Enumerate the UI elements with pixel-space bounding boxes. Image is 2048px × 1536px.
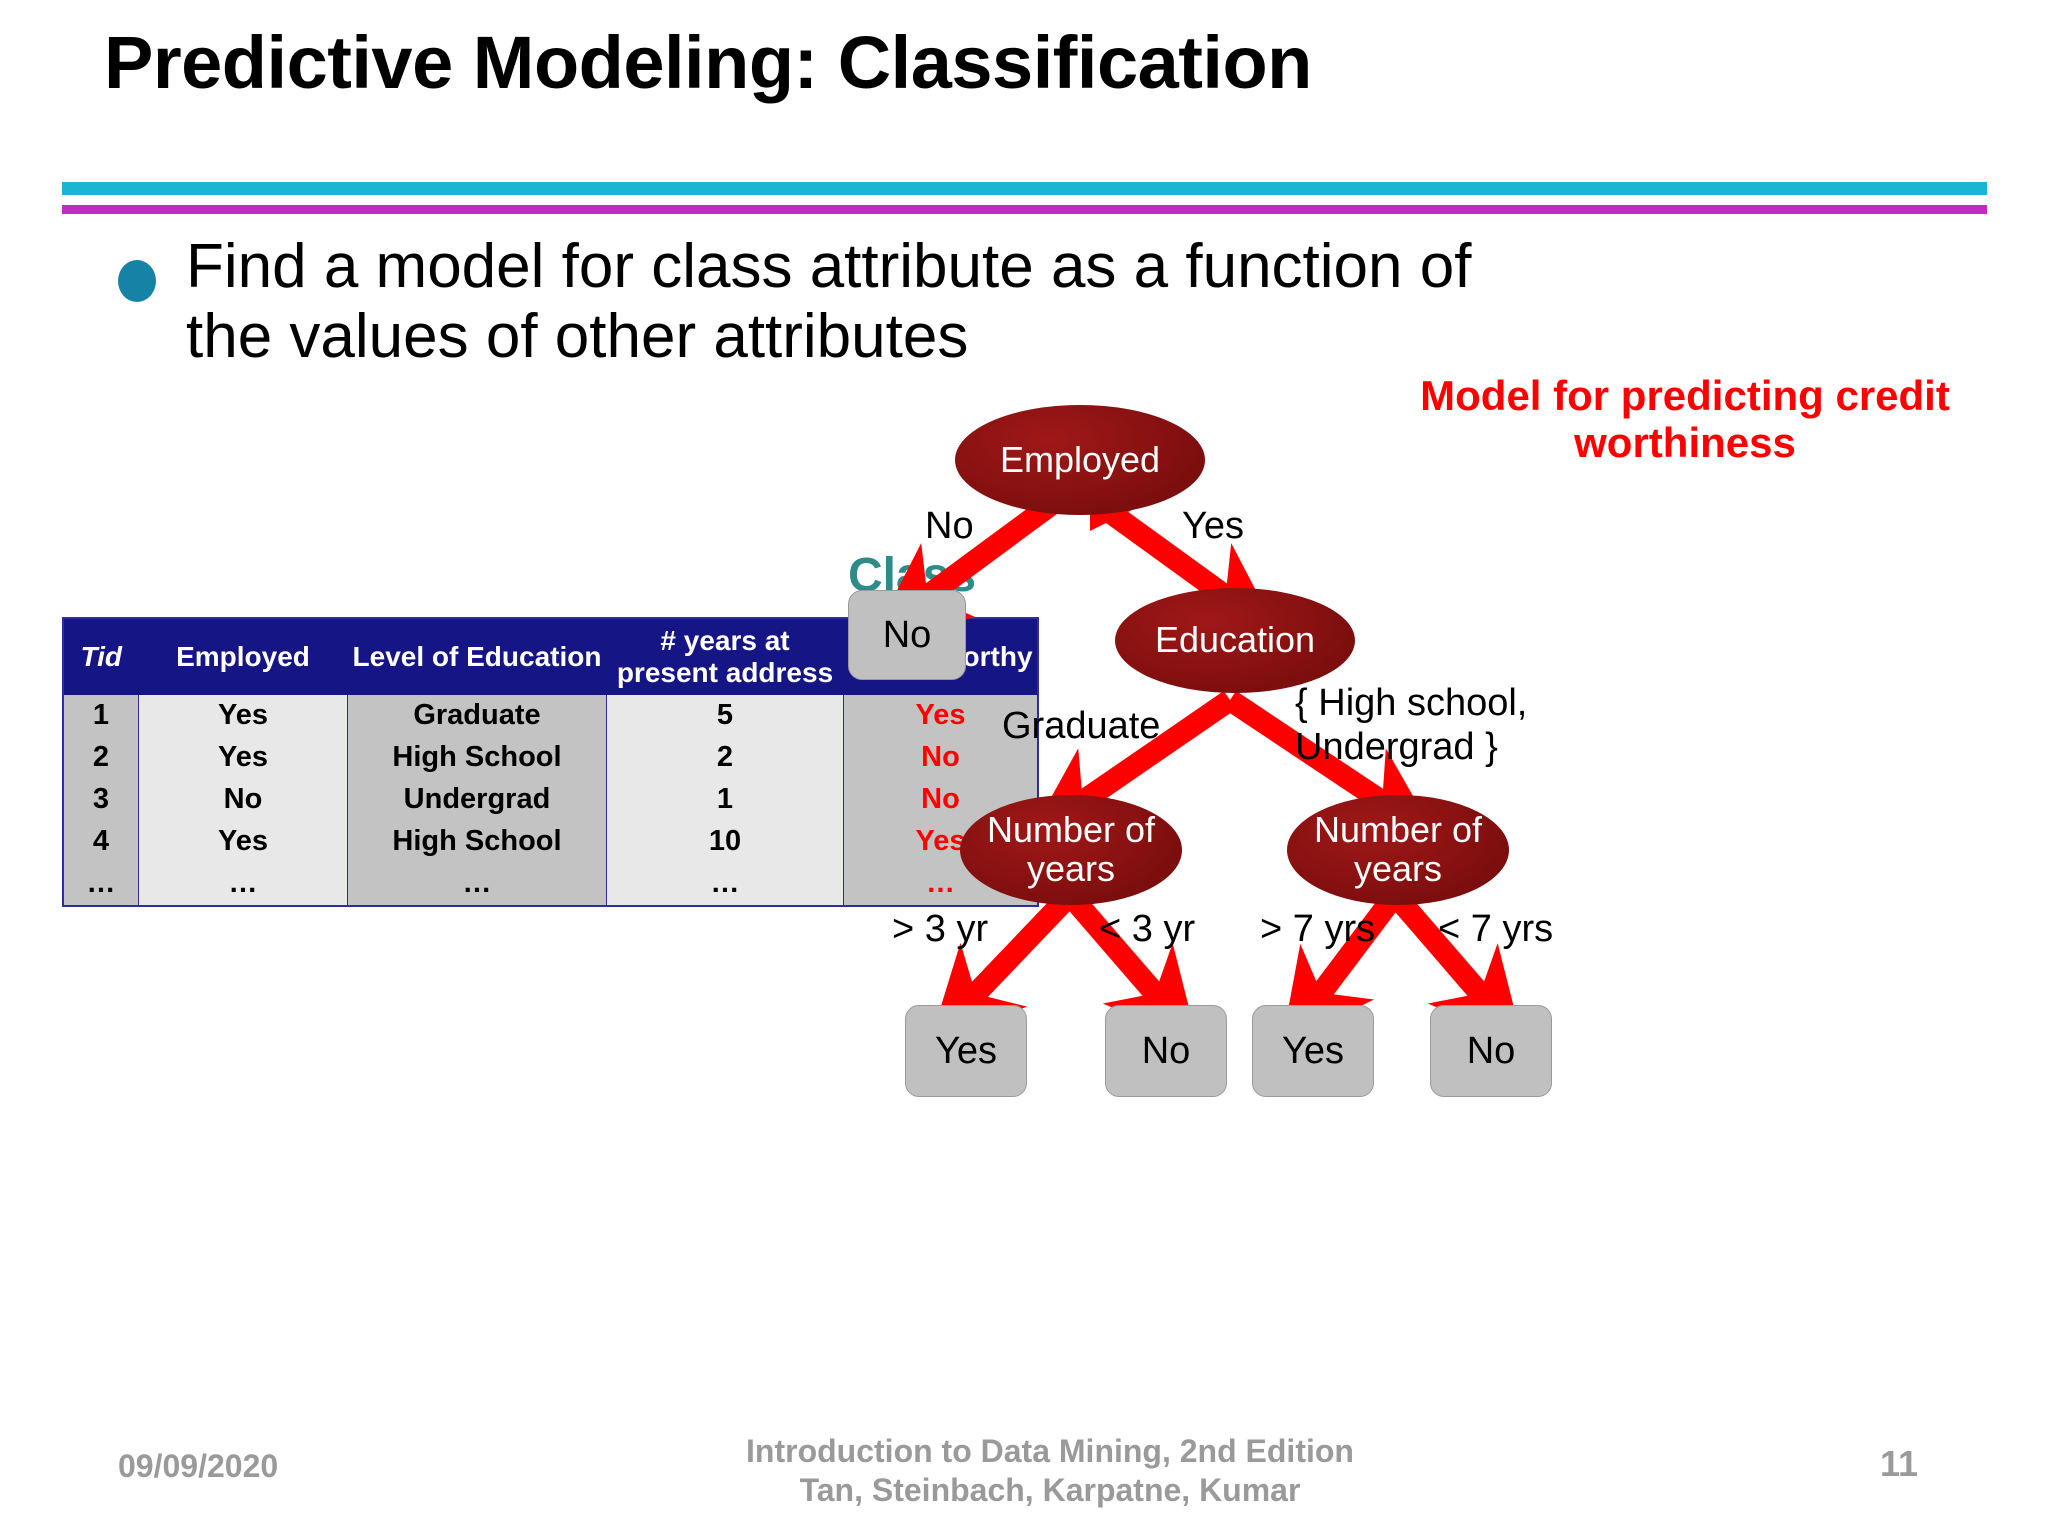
cell-employed: No — [138, 779, 348, 822]
footer-date: 09/09/2020 — [118, 1448, 279, 1484]
tree-node-years-left: Number of years — [960, 795, 1182, 905]
cell-education: High School — [347, 821, 607, 863]
cell-employed: Yes — [138, 821, 348, 863]
cell-credit-worthy: No — [843, 737, 1039, 780]
tree-node-employed: Employed — [955, 405, 1205, 515]
column-header-tid: Tid — [63, 618, 139, 696]
tree-leaf-no-2: No — [1430, 1005, 1552, 1097]
edge-years-right-gt — [1281, 888, 1404, 1046]
cell-years: … — [606, 862, 844, 906]
bullet-text: Find a model for class attribute as a fu… — [186, 232, 1472, 372]
edge-years-left-gt — [930, 887, 1078, 1042]
tree-leaf-yes-1: Yes — [905, 1005, 1027, 1097]
divider-magenta — [62, 205, 1987, 214]
bullet-dot-icon — [118, 260, 156, 302]
cell-education: … — [347, 862, 607, 906]
edge-years-left-lt — [1061, 887, 1199, 1044]
footer-attribution-line1: Introduction to Data Mining, 2nd Edition — [746, 1433, 1354, 1469]
footer-attribution-line2: Tan, Steinbach, Karpatne, Kumar — [799, 1472, 1301, 1509]
edge-label-employed-no: No — [925, 505, 974, 547]
cell-tid: 3 — [62, 779, 139, 822]
page-title: Predictive Modeling: Classification — [104, 21, 1312, 104]
cell-years: 1 — [606, 779, 844, 822]
cell-employed: Yes — [138, 737, 348, 780]
tree-node-education: Education — [1115, 588, 1355, 693]
table-row: … … … … … — [62, 862, 1039, 906]
cell-credit-worthy: Yes — [843, 695, 1039, 738]
edge-label-education-other: { High school, Undergrad } — [1295, 682, 1528, 768]
cell-tid: 1 — [62, 695, 139, 738]
table-row: 2 Yes High School 2 No — [62, 737, 1039, 780]
cell-years: 10 — [606, 821, 844, 863]
table-row: 3 No Undergrad 1 No — [62, 779, 1039, 822]
cell-years: 5 — [606, 695, 844, 738]
edge-education-other — [1223, 690, 1438, 839]
tree-leaf-no-1: No — [1105, 1005, 1227, 1097]
cell-education: High School — [347, 737, 607, 780]
footer-page-number: 11 — [1880, 1443, 1919, 1484]
edge-label-years-left-lt: < 3 yr — [1099, 908, 1196, 950]
tree-leaf-no-employed: No — [848, 590, 966, 680]
edge-label-years-right-lt: < 7 yrs — [1438, 908, 1554, 950]
cell-employed: … — [138, 862, 348, 906]
cell-education: Graduate — [347, 695, 607, 738]
table-row: 1 Yes Graduate 5 Yes — [62, 695, 1039, 738]
edge-label-education-graduate: Graduate — [1002, 705, 1161, 747]
decision-tree: Employed No Education Number of years Nu… — [848, 405, 2040, 1460]
tree-node-years-right: Number of years — [1287, 795, 1509, 905]
column-header-employed: Employed — [138, 618, 348, 696]
edge-label-years-left-gt: > 3 yr — [892, 908, 989, 950]
edge-education-graduate — [1028, 690, 1237, 839]
edge-label-employed-yes: Yes — [1182, 505, 1244, 547]
footer-attribution: Introduction to Data Mining, 2nd Edition… — [630, 1432, 1470, 1510]
cell-education: Undergrad — [347, 779, 607, 822]
table-row: 4 Yes High School 10 Yes — [62, 821, 1039, 863]
divider-cyan — [62, 182, 1987, 195]
cell-credit-worthy: … — [843, 862, 1039, 906]
cell-tid: 4 — [62, 821, 139, 863]
cell-tid: 2 — [62, 737, 139, 780]
column-header-years: # years at present address — [606, 618, 844, 696]
cell-tid: … — [62, 862, 139, 906]
edge-label-years-right-gt: > 7 yrs — [1260, 908, 1376, 950]
tree-title: Model for predicting credit worthiness — [1420, 372, 1950, 467]
cell-years: 2 — [606, 737, 844, 780]
edge-years-right-lt — [1386, 887, 1524, 1044]
column-header-education: Level of Education — [347, 618, 607, 696]
tree-leaf-yes-2: Yes — [1252, 1005, 1374, 1097]
cell-employed: Yes — [138, 695, 348, 738]
